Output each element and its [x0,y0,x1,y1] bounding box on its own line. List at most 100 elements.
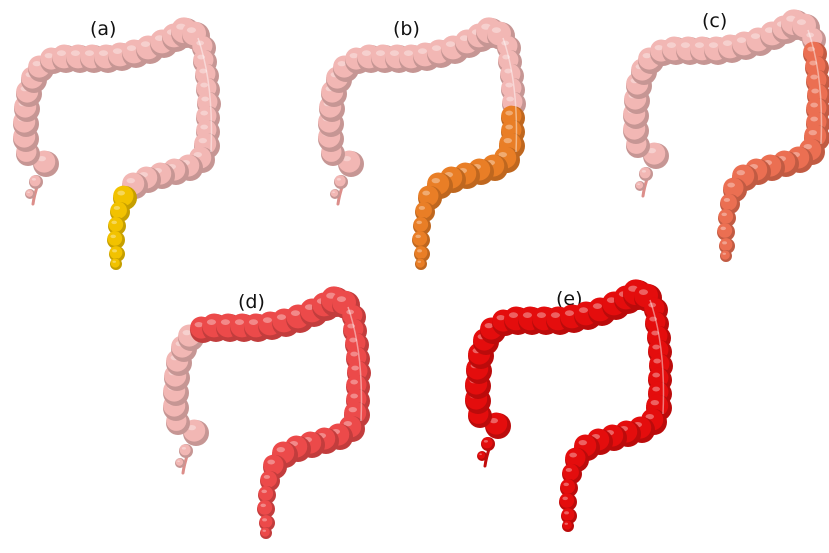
segment-highlight [99,50,108,56]
colon-segment-cecum [176,459,183,466]
colon-segment-sigmoid [720,194,737,211]
colon-segment-sigmoid [412,231,427,246]
segment-highlight [416,221,422,225]
segment-highlight [722,241,727,244]
segment-highlight [737,37,746,43]
segment-highlight [504,138,512,143]
segment-highlight [797,19,806,25]
panel-b: (b) [313,14,573,284]
segment-highlight [637,183,640,185]
segment-highlight [751,33,760,39]
segment-highlight [195,322,203,327]
segment-highlight [537,312,546,318]
segment-highlight [593,303,602,309]
colon-illustration-e [460,276,700,536]
segment-highlight [182,447,186,450]
segment-highlight [565,523,569,525]
segment-highlight [338,61,346,66]
segment-highlight [723,253,727,255]
segment-highlight [505,111,513,116]
colon-segment-sigmoid [562,508,575,521]
segment-highlight [642,170,646,173]
segment-highlight [291,310,300,316]
colon-segment-sigmoid [258,486,273,501]
segment-highlight [33,61,41,66]
colon-segment-sigmoid [110,202,127,219]
segment-highlight [71,50,80,56]
segment-highlight [446,41,455,47]
segment-highlight [45,53,53,58]
segment-highlight [652,387,660,392]
panel-c: (c) [618,6,829,276]
panel-a: (a) [8,14,268,284]
segment-highlight [709,42,718,48]
colon-illustration-b [313,14,553,274]
colon-segment-sigmoid [720,238,733,251]
colon-segment-sigmoid [415,202,432,219]
segment-highlight [724,198,730,202]
segment-highlight [653,359,661,364]
segment-highlight [277,447,285,452]
segment-highlight [200,125,208,130]
segment-highlight [509,312,518,318]
segment-highlight [200,83,208,88]
colon-segment-sigmoid [108,217,123,232]
segment-highlight [183,330,191,335]
segment-highlight [332,191,335,193]
segment-highlight [263,530,267,532]
segment-highlight [187,27,196,33]
segment-highlight [337,178,341,181]
segment-highlight [562,497,568,501]
segment-highlight [112,249,117,252]
segment-highlight [419,206,425,210]
colon-segment-sigmoid [257,500,272,515]
segment-highlight [432,178,440,183]
segment-highlight [695,42,704,48]
colon-segment-cecum [331,190,338,197]
segment-highlight [127,45,136,51]
colon-illustration-d [158,283,398,543]
segment-highlight [651,400,659,405]
segment-highlight [207,319,216,325]
segment-highlight [497,315,505,320]
segment-highlight [57,50,66,56]
segment-highlight [349,407,357,412]
segment-highlight [667,42,676,48]
colon-segment-cecum [640,167,651,178]
segment-highlight [579,307,588,313]
colon-segment-sigmoid [415,246,428,259]
segment-highlight [249,319,258,325]
segment-highlight [564,511,569,514]
segment-highlight [141,41,150,47]
segment-highlight [484,440,488,443]
segment-highlight [32,178,36,181]
colon-segment-cecum [26,190,33,197]
segment-highlight [681,42,690,48]
segment-highlight [85,50,94,56]
segment-highlight [566,468,572,472]
colon-segment-sigmoid [261,527,270,536]
segment-highlight [113,261,117,263]
segment-highlight [267,460,275,465]
segment-highlight [262,518,267,521]
segment-highlight [565,310,574,316]
segment-highlight [652,373,660,378]
segment-highlight [235,319,244,325]
segment-highlight [113,48,122,54]
segment-highlight [432,45,441,51]
colon-segment-sigmoid [413,217,428,232]
segment-highlight [643,53,651,58]
colon-segment-cecum [482,437,493,448]
segment-highlight [350,380,358,385]
segment-highlight [810,103,818,108]
segment-highlight [27,191,30,193]
segment-highlight [506,97,514,102]
segment-highlight [199,138,207,143]
segment-highlight [263,317,272,323]
segment-highlight [350,53,358,58]
segment-highlight [376,50,385,56]
segment-highlight [117,191,125,196]
segment-highlight [563,483,569,487]
colon-illustration-a [8,14,248,274]
colon-segment-sigmoid [718,209,733,224]
